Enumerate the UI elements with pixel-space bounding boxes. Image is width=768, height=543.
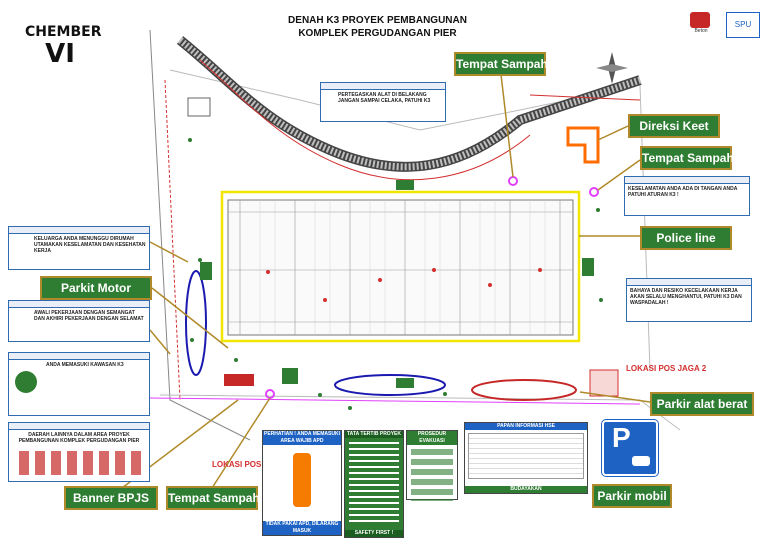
logo-spu: SPU [726,12,760,38]
sign-header [9,353,149,360]
sign-left-4-text: DAERAH LAINNYA DALAM AREA PROYEK PEMBANG… [18,432,140,444]
brand-line1: CHEMBER [25,24,102,40]
callout-banner-bpjs: Banner BPJS [64,486,158,510]
sign-right-top: KESELAMATAN ANDA ADA DI TANGAN ANDA PATU… [624,176,750,216]
sign-header [625,177,749,184]
site-boundary-pink [149,397,641,405]
title-line1: DENAH K3 PROYEK PEMBANGUNAN [288,15,467,26]
label-lokasi-pos-jaga-2: LOKASI POS JAGA 2 [626,364,707,373]
sign-header [9,301,149,308]
board-perhatian-footer: TIDAK PAKAI APD, DILARANG MASUK [263,521,341,535]
parking-area-blue [334,374,446,396]
sign-left-3: ANDA MEMASUKI KAWASAN K3 [8,352,150,416]
trash-marker-right [589,187,599,197]
existing-building [187,97,211,117]
sign-header [321,83,445,90]
worker-figure [293,453,311,507]
board-tata-tertib-title: TATA TERTIB PROYEK [345,431,403,438]
parkir-alat-berat-area [471,379,577,401]
assembly-point-sign [282,368,298,384]
direksi-keet-outline [566,126,600,164]
callout-parkir-mobil: Parkir mobil [592,484,672,508]
sign-left-4: DAERAH LAINNYA DALAM AREA PROYEK PEMBANG… [8,422,150,482]
board-perhatian-title: PERHATIAN ! ANDA MEMASUKI AREA WAJIB APD [263,431,341,445]
board-papan-informasi-hse: PAPAN INFORMASI HSE BUDAYAKAN [464,422,588,494]
logo-beton-mark [690,12,710,28]
board-perhatian: PERHATIAN ! ANDA MEMASUKI AREA WAJIB APD… [262,430,342,536]
sign-right-top-text: KESELAMATAN ANDA ADA DI TANGAN ANDA PATU… [628,186,738,198]
board-papan-info-title: PAPAN INFORMASI HSE [465,423,587,430]
parkit-motor-area [185,270,207,376]
evacuation-steps [411,449,453,501]
k3-emblem [15,371,37,393]
prohibition-icons [19,451,141,475]
parking-sign: P [602,420,658,476]
board-tata-tertib: TATA TERTIB PROYEK SAFETY FIRST ! [344,430,404,538]
sign-left-2: AWALI PEKERJAAN DENGAN SEMANGAT DAN AKHI… [8,300,150,342]
callout-tempat-sampah-top: Tempat Sampah [454,52,548,76]
callout-parkit-motor: Parkit Motor [40,276,152,300]
sign-header [9,423,149,430]
title-line2: KOMPLEK PERGUDANGAN PIER [298,28,457,39]
board-tata-tertib-footer: SAFETY FIRST ! [345,530,403,537]
board-prosedur-title: PROSEDUR EVAKUASI [407,431,457,445]
sign-left-2-text: AWALI PEKERJAAN DENGAN SEMANGAT DAN AKHI… [34,310,144,322]
exit-sign-top [396,180,414,190]
exit-sign-right [582,258,594,276]
vegetation-dots [188,138,603,410]
sign-left-1-text: KELUARGA ANDA MENUNGGU DIRUMAH UTAMAKAN … [34,236,146,254]
north-arrow [596,52,628,84]
car-icon [632,456,650,466]
label-lokasi-pos-jaga: LOKASI POS JAGA [212,460,286,469]
board-prosedur-evakuasi: PROSEDUR EVAKUASI [406,430,458,501]
trash-marker-top [508,176,518,186]
warehouse-grid [227,199,574,336]
police-line-boundary [220,190,581,343]
red-banner-sign [224,374,254,386]
board-papan-info-sub: BUDAYAKAN [465,486,587,493]
access-road [176,36,642,181]
brand-line2: VI [45,39,75,69]
callout-parkir-alat-berat: Parkir alat berat [650,392,754,416]
pos-jaga-2-building [589,369,619,397]
exit-sign-left [200,262,212,280]
brand-chember: CHEMBER VI [25,24,102,69]
sign-header [627,279,751,286]
callout-police-line: Police line [640,226,732,250]
sign-top-center-text: PERTEGASKAN ALAT DI BELAKANG JANGAN SAMP… [338,92,431,104]
callout-tempat-sampah-bottom: Tempat Sampah [166,486,260,510]
callout-tempat-sampah-right: Tempat Sampah [640,146,734,170]
sign-top-center: PERTEGASKAN ALAT DI BELAKANG JANGAN SAMP… [320,82,446,122]
exit-sign-bottom [396,378,414,388]
sign-header [9,227,149,234]
sign-left-3-text: ANDA MEMASUKI KAWASAN K3 [46,362,124,368]
callout-direksi-keet: Direksi Keet [628,114,720,138]
logo-spu-text: SPU [734,20,752,29]
parking-symbol: P [612,422,631,453]
sign-right-mid: BAHAYA DAN RESIKO KECELAKAAN KERJA AKAN … [626,278,752,322]
trash-marker-bottom [265,389,275,399]
logo-beton-text: Beton [694,28,708,34]
rules-list [349,442,399,526]
hse-info-table [468,433,584,479]
page-title: DENAH K3 PROYEK PEMBANGUNAN KOMPLEK PERG… [250,14,505,40]
logo-beton: Beton [686,12,716,38]
sign-right-mid-text: BAHAYA DAN RESIKO KECELAKAAN KERJA AKAN … [630,288,742,306]
sign-left-1: KELUARGA ANDA MENUNGGU DIRUMAH UTAMAKAN … [8,226,150,270]
